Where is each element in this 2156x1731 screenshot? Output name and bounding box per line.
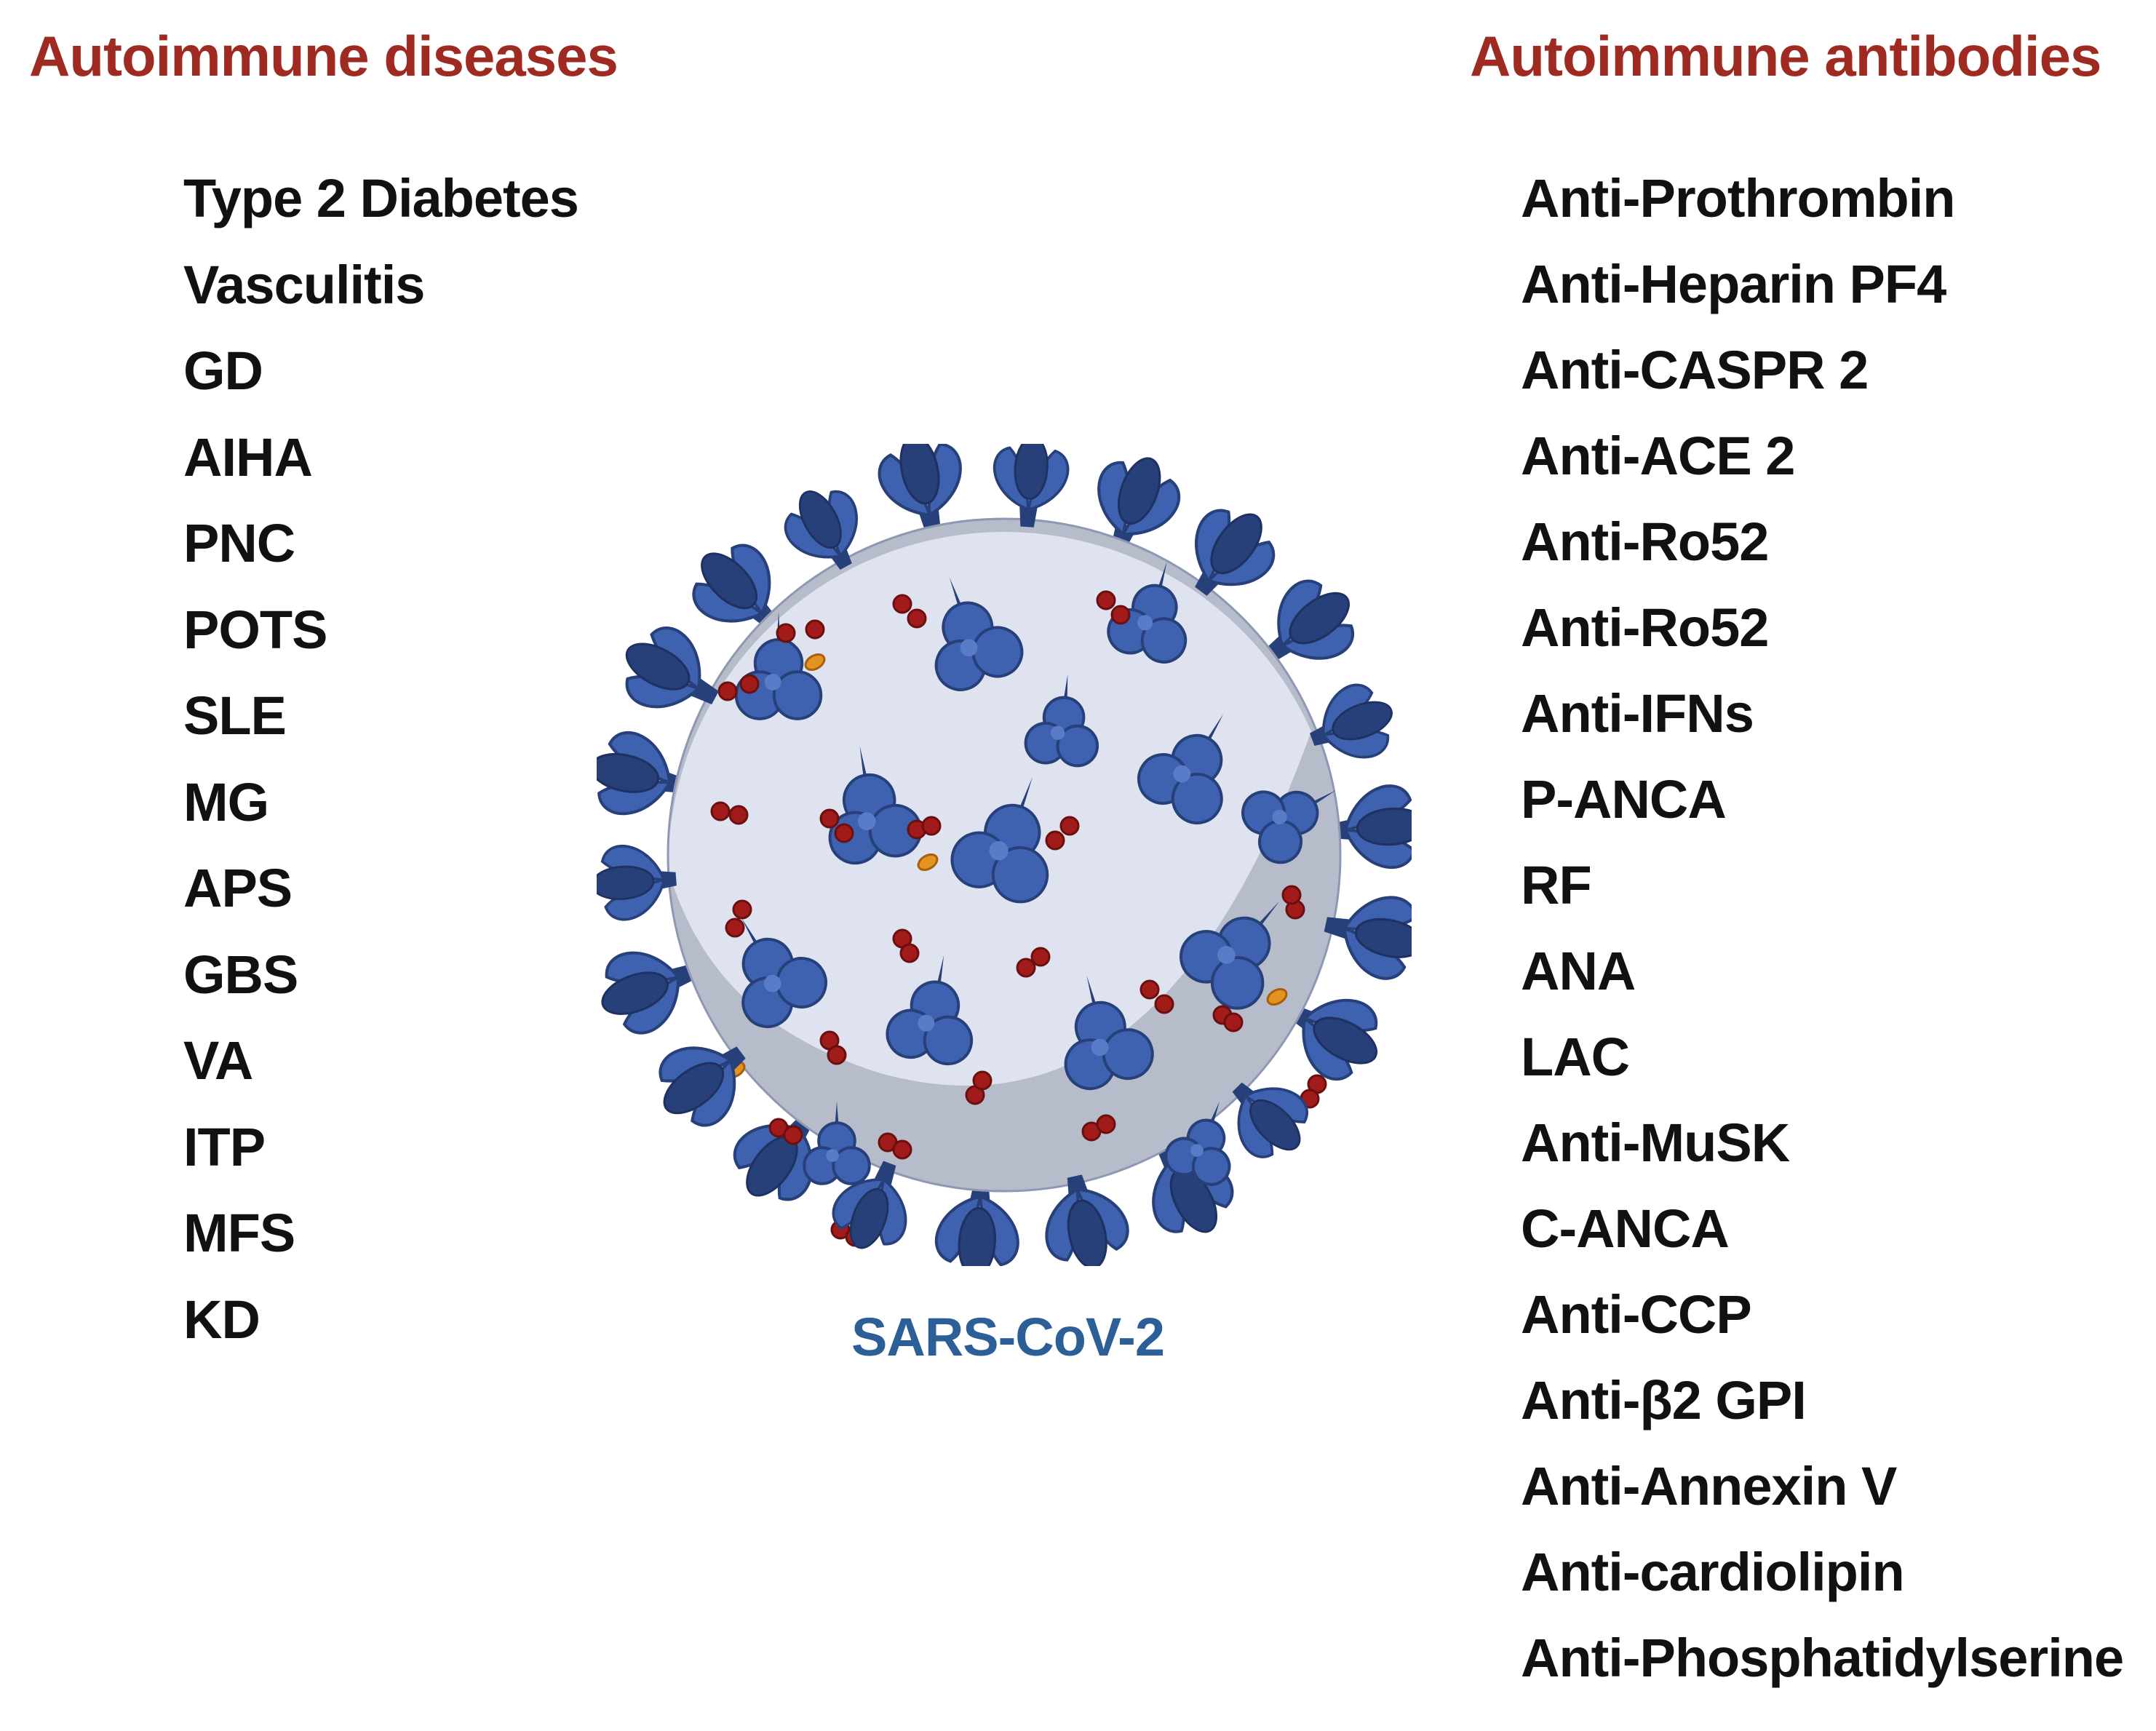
surface-spike-cluster-icon xyxy=(1024,674,1099,768)
disease-item: APS xyxy=(183,858,293,918)
spike-protein-icon xyxy=(878,444,962,536)
rna-dot xyxy=(834,823,854,843)
spike-protein-icon xyxy=(784,490,858,570)
rna-dot xyxy=(1281,885,1302,905)
antibody-item: Anti-Ro52 xyxy=(1521,512,1769,572)
spike-protein-icon xyxy=(625,626,719,709)
spike-protein-icon xyxy=(597,845,677,921)
spike-protein-icon xyxy=(601,951,699,1035)
antibody-item: P-ANCA xyxy=(1521,769,1727,829)
lipid-marker xyxy=(917,853,939,871)
rna-dot xyxy=(1154,994,1174,1014)
disease-item: Vasculitis xyxy=(183,254,425,315)
spike-protein-icon xyxy=(1324,896,1412,980)
surface-spike-cluster-icon xyxy=(934,577,1024,691)
rna-dot xyxy=(1139,979,1160,1000)
autoimmune-diseases-heading: Autoimmune diseases xyxy=(29,24,618,88)
disease-item: MG xyxy=(183,771,269,832)
antibody-item: Anti-ACE 2 xyxy=(1521,426,1795,486)
disease-item: MFS xyxy=(183,1203,295,1263)
antibody-item: Anti-Ro52 xyxy=(1521,597,1769,658)
autoimmune-antibodies-heading: Autoimmune antibodies xyxy=(1470,24,2101,88)
rna-dot xyxy=(1110,605,1131,625)
antibody-item: RF xyxy=(1521,855,1592,915)
disease-item: SLE xyxy=(183,685,287,746)
rna-dot xyxy=(1059,816,1080,836)
disease-item: Type 2 Diabetes xyxy=(183,168,579,228)
surface-spike-cluster-icon xyxy=(950,776,1049,904)
disease-item: VA xyxy=(183,1030,253,1091)
rna-dot xyxy=(899,943,920,963)
spike-protein-icon xyxy=(993,444,1070,528)
rna-dot xyxy=(805,619,825,640)
antibody-item: Anti-Phosphatidylserine xyxy=(1521,1628,2124,1688)
rna-dot xyxy=(1030,947,1051,967)
spike-protein-icon xyxy=(934,1182,1019,1266)
antibody-item: Anti-IFNs xyxy=(1521,683,1754,744)
spike-protein-icon xyxy=(1045,1174,1129,1266)
antibody-item: ANA xyxy=(1521,941,1636,1001)
spike-protein-icon xyxy=(692,544,777,629)
surface-spike-cluster-icon xyxy=(1137,714,1224,825)
antibody-item: Anti-CCP xyxy=(1521,1284,1752,1345)
rna-dot xyxy=(1096,590,1116,610)
rna-dot xyxy=(1096,1114,1116,1134)
rna-dot xyxy=(907,608,927,629)
disease-item: ITP xyxy=(183,1116,266,1177)
rna-dot xyxy=(710,801,731,821)
spike-protein-icon xyxy=(1262,579,1354,664)
surface-spike-cluster-icon xyxy=(1241,790,1336,864)
spike-protein-icon xyxy=(597,731,685,816)
antibody-item: Anti-Annexin V xyxy=(1521,1456,1897,1516)
disease-item: GD xyxy=(183,341,263,401)
antibody-item: LAC xyxy=(1521,1027,1630,1087)
rna-dot xyxy=(783,1125,803,1145)
rna-dot xyxy=(776,623,796,643)
spike-protein-icon xyxy=(1195,509,1276,596)
surface-spike-cluster-icon xyxy=(803,1102,871,1185)
rna-dot xyxy=(1045,830,1065,851)
disease-item: POTS xyxy=(183,599,327,660)
disease-item: GBS xyxy=(183,944,298,1005)
spike-protein-icon xyxy=(1232,1082,1308,1158)
surface-spike-cluster-icon xyxy=(741,918,827,1029)
surface-spike-cluster-icon xyxy=(886,955,974,1066)
antibody-item: Anti-cardiolipin xyxy=(1521,1542,1905,1602)
rna-dot xyxy=(725,918,745,938)
sars-cov-2-virus-icon xyxy=(597,444,1412,1266)
antibody-item: Anti-MuSK xyxy=(1521,1113,1790,1173)
spike-protein-icon xyxy=(1332,784,1412,870)
rna-dot xyxy=(1016,958,1036,978)
rna-dot xyxy=(892,1139,912,1160)
rna-dot xyxy=(972,1070,993,1091)
disease-item: AIHA xyxy=(183,426,313,488)
antibody-item: C-ANCA xyxy=(1521,1198,1730,1259)
rna-dot xyxy=(728,805,749,825)
spike-protein-icon xyxy=(1310,683,1393,759)
rna-dot xyxy=(717,681,738,701)
rna-dot xyxy=(732,899,752,920)
disease-item: PNC xyxy=(183,513,295,573)
spike-protein-icon xyxy=(1097,457,1181,549)
surface-spike-cluster-icon xyxy=(1180,901,1280,1010)
spike-protein-icon xyxy=(832,1161,907,1249)
surface-spike-cluster-icon xyxy=(1064,975,1154,1091)
lipid-marker xyxy=(804,653,826,671)
virus-label: SARS-CoV-2 xyxy=(851,1307,1165,1367)
lipid-marker xyxy=(1266,988,1288,1006)
disease-item: KD xyxy=(183,1289,260,1350)
spike-protein-icon xyxy=(659,1046,746,1127)
rna-dot xyxy=(739,674,760,694)
rna-dot xyxy=(827,1045,847,1065)
rna-dot xyxy=(921,816,942,836)
antibody-item: Anti-CASPR 2 xyxy=(1521,340,1869,400)
rna-dot xyxy=(1223,1012,1244,1032)
antibody-item: Anti-β2 GPI xyxy=(1521,1370,1807,1430)
rna-dot xyxy=(819,808,840,829)
spike-protein-icon xyxy=(1289,998,1378,1081)
antibody-item: Anti-Heparin PF4 xyxy=(1521,254,1946,314)
rna-dot xyxy=(892,594,912,614)
surface-spike-cluster-icon xyxy=(1164,1101,1231,1186)
antibody-item: Anti-Prothrombin xyxy=(1521,168,1955,228)
